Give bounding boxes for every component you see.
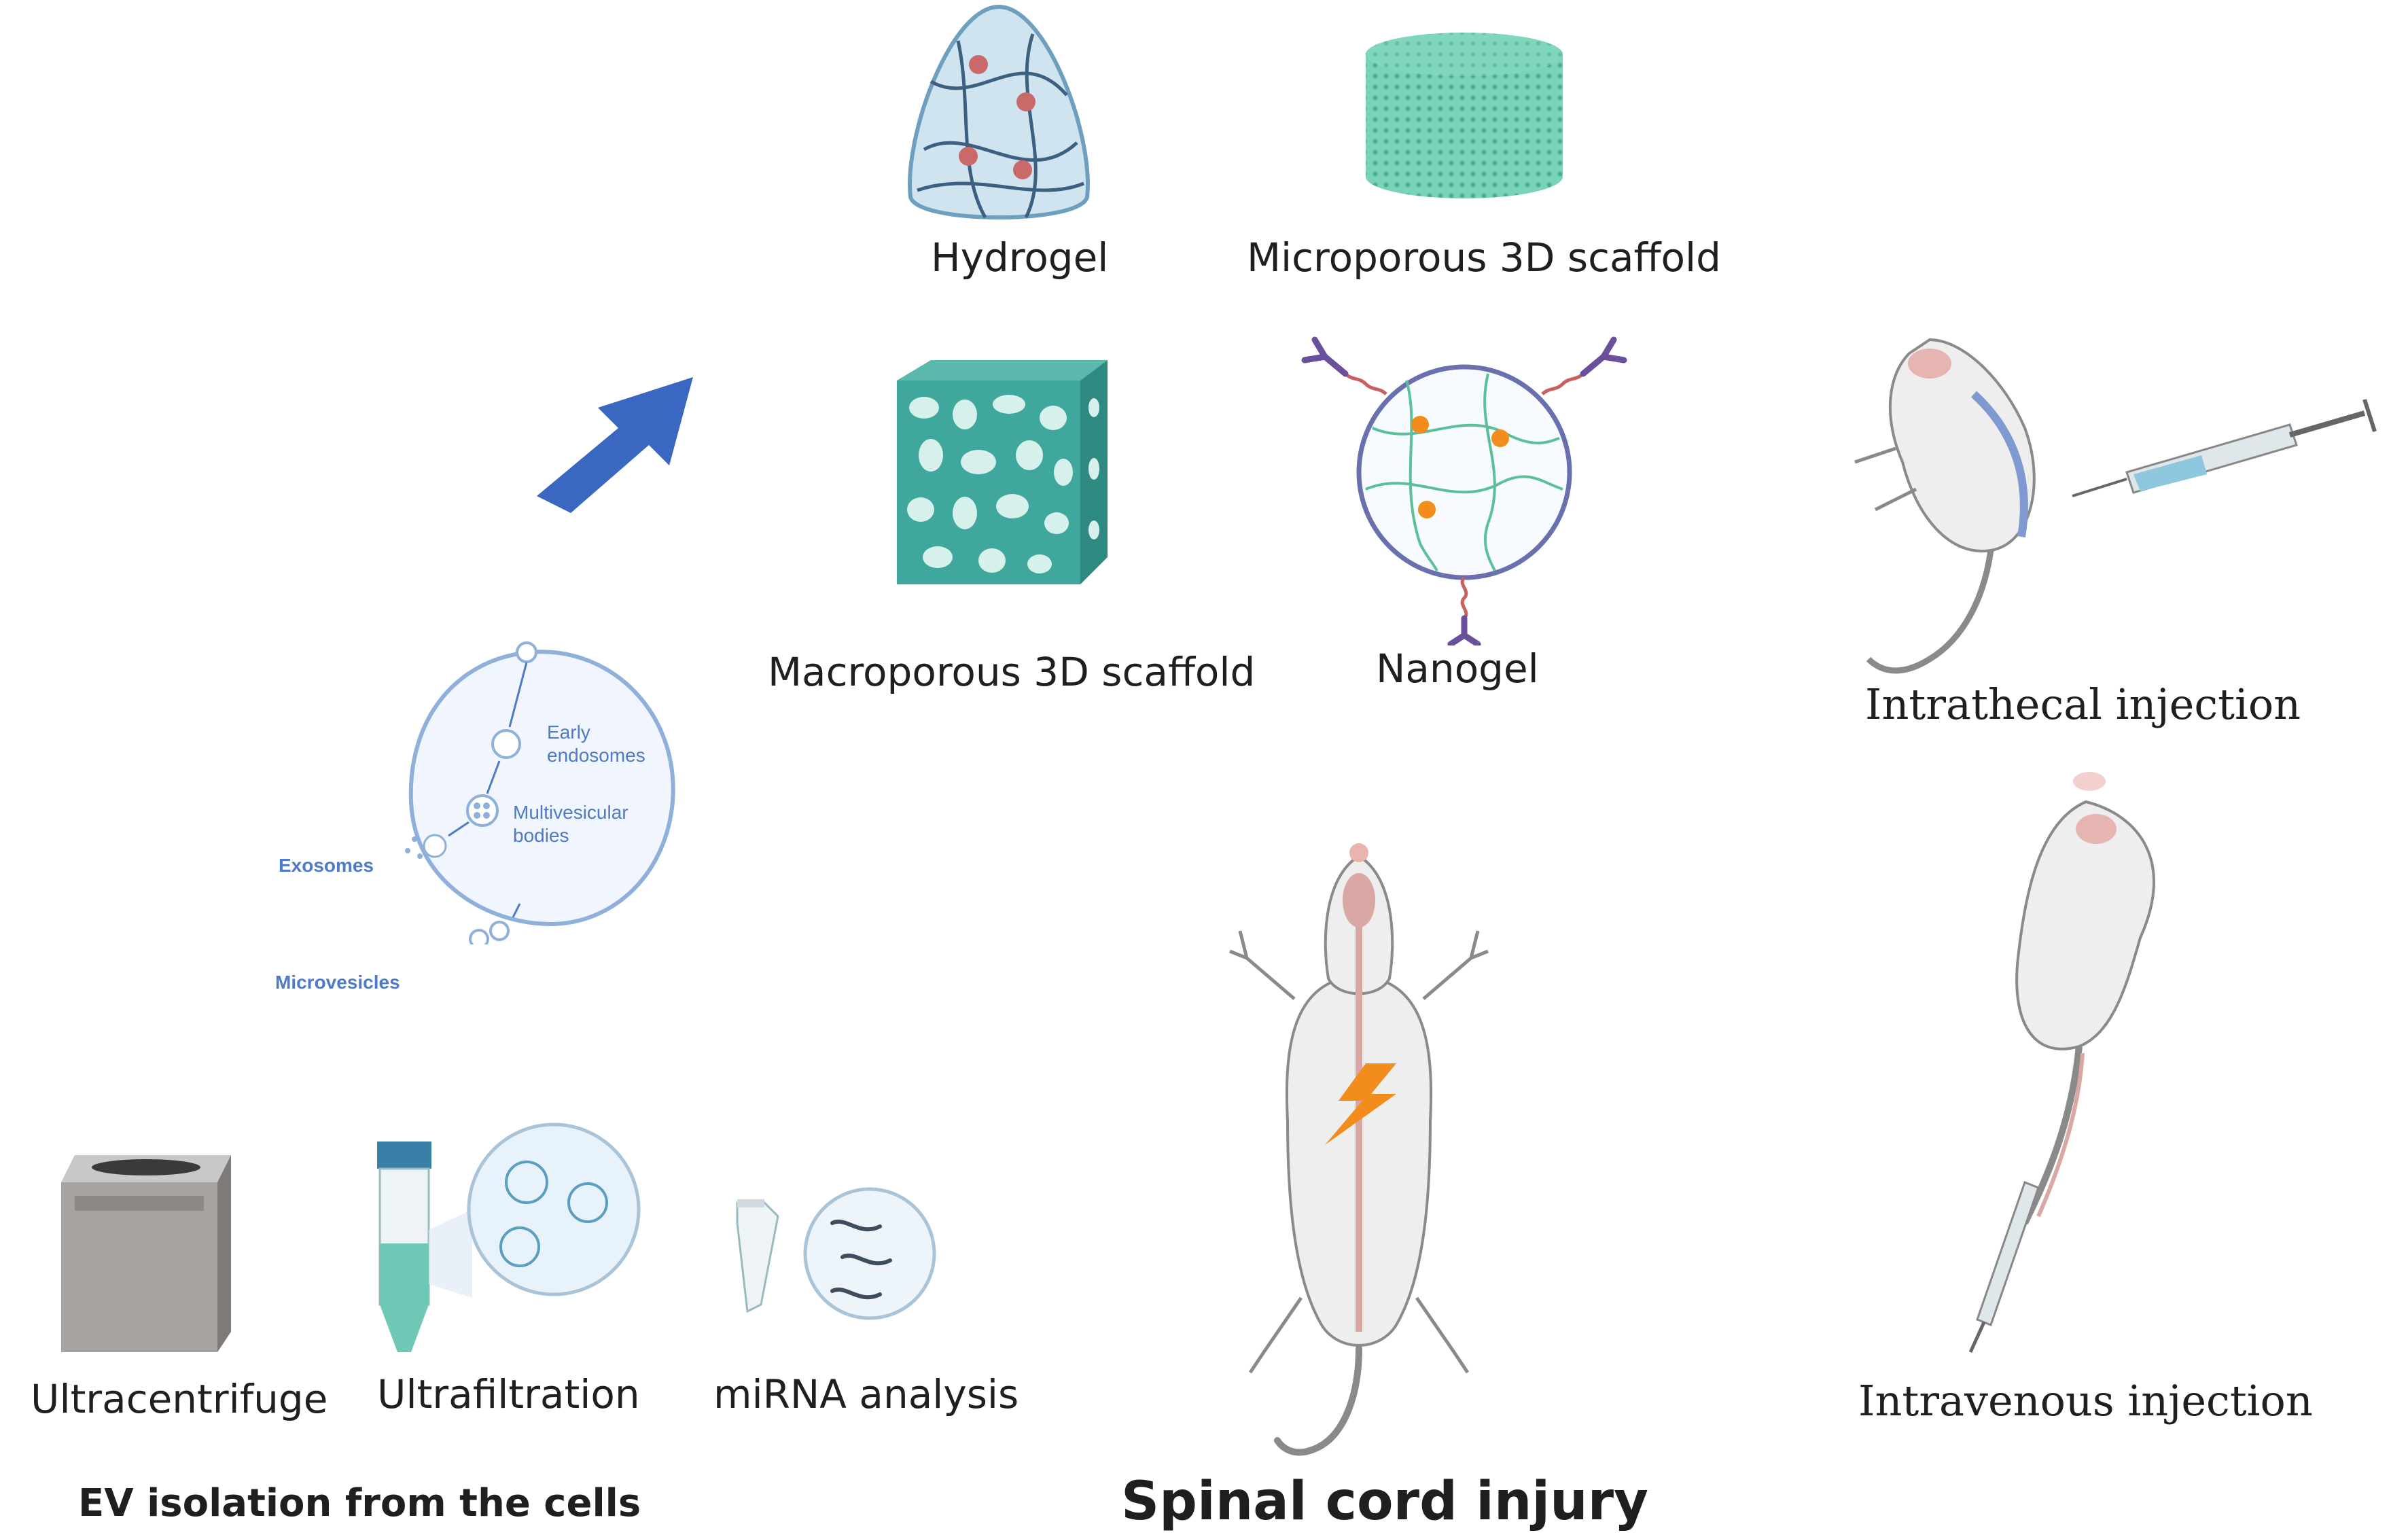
microvesicles-label: Microvesicles [275, 972, 400, 993]
mirna-tube-icon [736, 1187, 936, 1320]
spinal-cord-injury-title: Spinal cord injury [1121, 1471, 1648, 1532]
early-endosomes-label-1: Early [547, 722, 590, 743]
intravenous-label: Intravenous injection [1858, 1376, 2313, 1426]
microporous-label: Microporous 3D scaffold [1247, 234, 1721, 281]
arrow-icon [537, 377, 693, 513]
rat-icon [1229, 843, 1489, 1456]
lightning-icon [1325, 1063, 1396, 1145]
microporous-scaffold-icon [1366, 33, 1563, 198]
early-endosomes-label-2: endosomes [547, 745, 645, 766]
exosomes-label: Exosomes [279, 855, 374, 876]
mouse-icon [1968, 772, 2156, 1354]
mirna-label: miRNA analysis [713, 1371, 1019, 1417]
ultracentrifuge-icon [61, 1155, 231, 1352]
cell-icon [405, 641, 675, 944]
hydrogel-label: Hydrogel [931, 234, 1109, 281]
nanogel-icon [1301, 336, 1627, 645]
syringe-icon [2072, 399, 2377, 497]
mouse-icon [1854, 338, 2036, 674]
mvb-label-1: Multivesicular [513, 802, 628, 823]
ultracentrifuge-label: Ultracentrifuge [31, 1376, 328, 1422]
macroporous-label: Macroporous 3D scaffold [768, 649, 1256, 695]
ultrafiltration-label: Ultrafiltration [377, 1371, 640, 1417]
mvb-label-2: bodies [513, 825, 569, 846]
nanogel-label: Nanogel [1376, 645, 1539, 692]
hydrogel-icon [908, 4, 1090, 219]
ultrafiltration-tube-icon [377, 1122, 641, 1352]
macroporous-scaffold-icon [897, 360, 1108, 584]
intrathecal-label: Intrathecal injection [1865, 679, 2301, 729]
ev-isolation-heading: EV isolation from the cells [78, 1481, 641, 1525]
